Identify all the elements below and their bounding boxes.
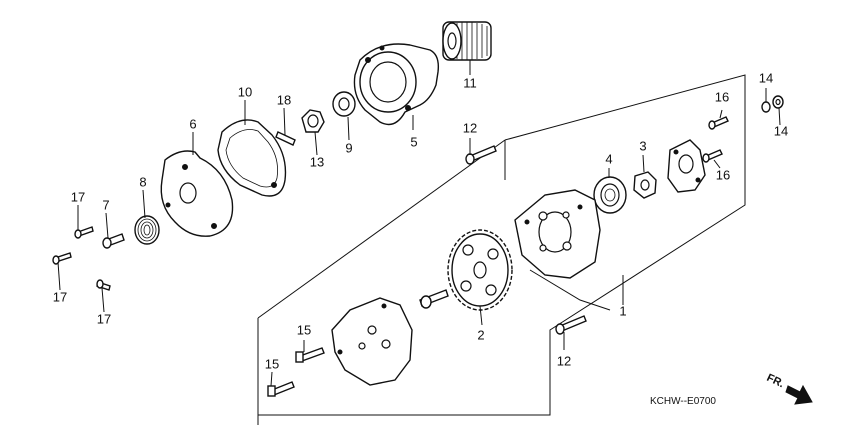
callout-11: 11 [463, 75, 477, 90]
callout-15-lower: 15 [265, 356, 279, 371]
screw-part-17-b [52, 252, 72, 265]
bolt-part-16-upper [708, 116, 729, 130]
rotor-part-4 [593, 176, 627, 214]
pump-body-part-1 [514, 189, 601, 279]
bolt-part-15-upper [295, 347, 325, 363]
callout-17-a: 17 [71, 189, 85, 204]
bolt-part-16-lower [702, 149, 723, 163]
end-plate [667, 139, 706, 193]
callout-3: 3 [639, 138, 646, 153]
washer-part-14-a [761, 101, 771, 113]
callout-17-b: 17 [53, 289, 67, 304]
callout-14-bottom: 14 [774, 123, 788, 138]
callout-16-upper: 16 [715, 89, 729, 104]
callout-12-lower: 12 [557, 353, 571, 368]
pin-part-18 [275, 131, 296, 146]
bolt-part-7 [102, 233, 125, 249]
callout-16-lower: 16 [716, 167, 730, 182]
pump-cover-part-5 [353, 43, 440, 126]
washer-part-9 [332, 91, 356, 117]
nut-part-14-b [772, 95, 784, 109]
leader-lines [57, 60, 781, 387]
callout-12-upper: 12 [463, 120, 477, 135]
assembly-boundary [257, 74, 746, 425]
screw-part-17-a [74, 226, 94, 239]
callout-2: 2 [477, 327, 484, 342]
callout-7: 7 [102, 197, 109, 212]
spring-part-8 [134, 215, 160, 245]
callout-8: 8 [139, 174, 146, 189]
callout-15-upper: 15 [297, 322, 311, 337]
diagram-code: KCHW--E0700 [650, 396, 716, 407]
drive-gear-part-2 [447, 229, 513, 311]
plate-part-6 [160, 150, 234, 237]
callout-13: 13 [310, 154, 324, 169]
callout-10: 10 [238, 84, 252, 99]
callout-4: 4 [605, 151, 612, 166]
bolt-part-15-lower [267, 381, 295, 397]
callout-18: 18 [277, 92, 291, 107]
nut-part-13 [301, 109, 325, 133]
callout-labels: 1 2 3 4 5 6 7 8 9 10 11 12 12 13 14 14 1… [53, 70, 788, 371]
gasket-part-10 [217, 119, 287, 197]
callout-1: 1 [619, 303, 626, 318]
screw-part-12-upper [465, 145, 497, 165]
screw-part-12-lower [555, 315, 587, 335]
callout-14-top: 14 [759, 70, 773, 85]
pump-shaft [419, 289, 449, 309]
callout-5: 5 [410, 134, 417, 149]
front-direction-indicator: FR. [765, 372, 813, 405]
inner-rotor-part-3 [633, 171, 657, 199]
front-arrow-icon [785, 384, 813, 405]
lower-housing [331, 297, 413, 386]
screw-part-17-c [96, 279, 111, 291]
callout-9: 9 [345, 140, 352, 155]
callout-6: 6 [189, 116, 196, 131]
callout-17-c: 17 [97, 311, 111, 326]
gear-part-11 [442, 21, 492, 61]
front-label: FR. [765, 372, 786, 390]
